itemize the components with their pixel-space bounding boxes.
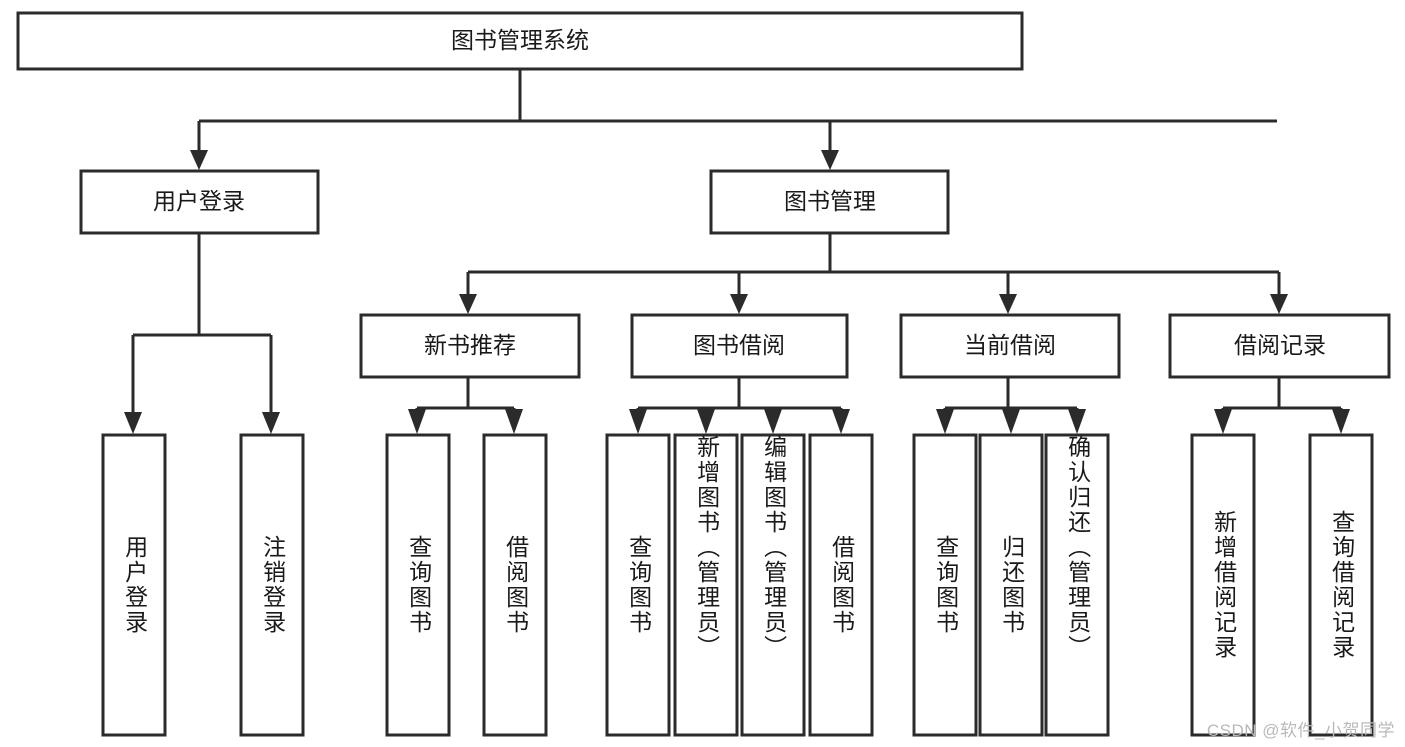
node-leaf-query-book-3-box[interactable] xyxy=(912,433,978,737)
csdn-watermark: CSDN @软件_小贺同学 xyxy=(1206,721,1395,740)
node-book-borrow[interactable]: 图书借阅 xyxy=(630,313,849,379)
arrow-bb-l4 xyxy=(832,409,850,434)
node-new-book-rec-box[interactable] xyxy=(359,313,581,379)
node-new-book-rec[interactable]: 新书推荐 xyxy=(359,313,581,379)
arrow-nbr-l1 xyxy=(408,409,426,434)
node-borrow-record-label: 借阅记录 xyxy=(1234,332,1326,358)
node-borrow-record-box[interactable] xyxy=(1168,313,1391,379)
arrow-bm-c4 xyxy=(1270,294,1288,314)
arrow-user-login-l1 xyxy=(124,412,142,434)
arrow-nbr-l2 xyxy=(505,409,523,434)
node-user-login-label: 用户登录 xyxy=(153,188,245,214)
node-new-book-rec-label: 新书推荐 xyxy=(424,332,516,358)
node-leaf-return-book-box[interactable] xyxy=(978,433,1044,737)
arrow-bb-l2 xyxy=(697,409,715,434)
node-book-borrow-box[interactable] xyxy=(630,313,849,379)
node-leaf-query-book-1-box[interactable] xyxy=(385,433,451,737)
node-book-manage-box[interactable] xyxy=(709,169,950,235)
node-leaf-borrow-book-1-box[interactable] xyxy=(482,433,548,737)
node-book-borrow-label: 图书借阅 xyxy=(693,332,785,358)
node-book-manage[interactable]: 图书管理 xyxy=(709,169,950,235)
arrow-cb-l1 xyxy=(936,409,954,434)
arrow-bb-l1 xyxy=(629,409,647,434)
node-leaf-add-book-box[interactable] xyxy=(673,433,739,737)
node-current-borrow-box[interactable] xyxy=(899,313,1121,379)
arrow-bm-c3 xyxy=(999,294,1017,314)
arrow-br-l1 xyxy=(1214,409,1232,434)
arrow-user-login-l2 xyxy=(262,412,280,434)
node-book-manage-label: 图书管理 xyxy=(784,188,876,214)
node-user-login[interactable]: 用户登录 xyxy=(79,169,320,235)
node-leaf-edit-book-box[interactable] xyxy=(740,433,806,737)
node-leaf-add-record-box[interactable] xyxy=(1190,433,1256,737)
node-current-borrow-label: 当前借阅 xyxy=(964,332,1056,358)
node-borrow-record[interactable]: 借阅记录 xyxy=(1168,313,1391,379)
arrow-bm-c2 xyxy=(730,294,748,314)
node-leaf-confirm-return-box[interactable] xyxy=(1044,433,1110,737)
arrow-root-to-book-manage xyxy=(821,150,839,170)
node-root-box[interactable] xyxy=(16,11,1024,71)
node-leaf-borrow-book-2-box[interactable] xyxy=(808,433,874,737)
node-layer: 图书管理系统 用户登录 图书管理 新书推荐 图书借阅 当前 xyxy=(16,11,1391,737)
node-root[interactable]: 图书管理系统 xyxy=(16,11,1024,71)
node-leaf-query-record-box[interactable] xyxy=(1308,433,1374,737)
arrow-bb-l3 xyxy=(764,409,782,434)
arrow-root-to-user-login xyxy=(190,150,208,170)
connector-layer xyxy=(124,69,1350,434)
node-user-login-box[interactable] xyxy=(79,169,320,235)
arrow-cb-l3 xyxy=(1068,409,1086,434)
node-current-borrow[interactable]: 当前借阅 xyxy=(899,313,1121,379)
arrow-br-l2 xyxy=(1332,409,1350,434)
arrow-cb-l2 xyxy=(1002,409,1020,434)
arrow-bm-c1 xyxy=(459,294,477,314)
node-leaf-query-book-2-box[interactable] xyxy=(605,433,671,737)
node-leaf-user-logout-box[interactable] xyxy=(239,433,305,737)
node-leaf-user-login-box[interactable] xyxy=(101,433,167,737)
node-root-label: 图书管理系统 xyxy=(451,27,589,53)
